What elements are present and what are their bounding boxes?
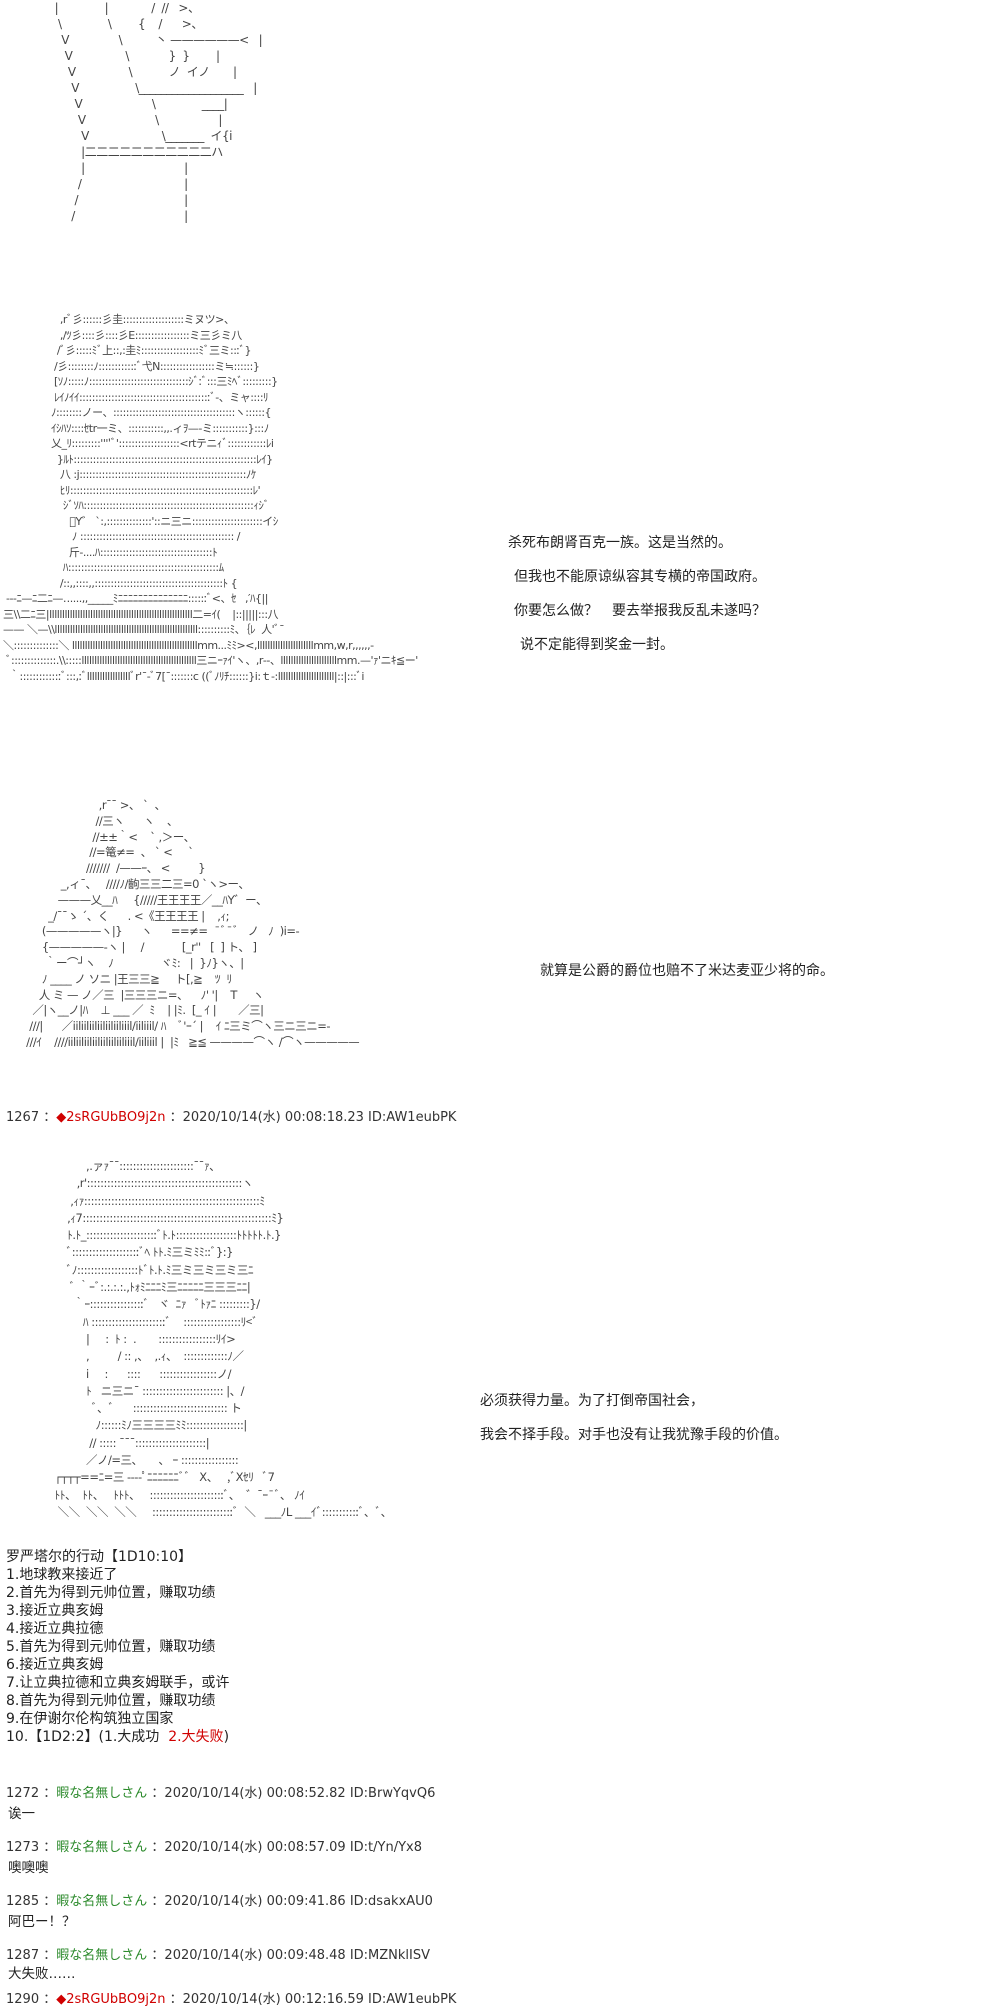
vote-result-suffix: ) [223,1729,230,1745]
separator: ： [43,1786,57,1801]
post-id[interactable]: ID:AW1eubPK [368,1110,457,1125]
vote-result-highlight: 2.大失败 [168,1729,224,1745]
post-header-1287: 1287 ：暇な名無しさん ：2020/10/14(水) 00:09:48.48… [6,1944,430,1963]
post-number[interactable]: 1273 [6,1840,40,1855]
dialog-line: 我会不择手段。对手也没有让我犹豫手段的价值。 [480,1427,788,1443]
vote-option: 8.首先为得到元帅位置，赚取功绩 [6,1693,216,1709]
dialog-panel-3: 就算是公爵的爵位也赔不了米达麦亚少将的命。 [540,954,834,988]
vote-option: 1.地球教来接近了 [6,1567,118,1583]
separator: ： [151,1786,165,1801]
ascii-art-panel-2: ,rﾞ彡::::::彡圭:::::::::::::::::::ミヌツ>、 ,/ﾂ… [2,313,418,683]
vote-option: 7.让立典拉德和立典亥姆联手，或许 [6,1675,230,1691]
post-body-1285: 阿巴ー！？ [8,1914,76,1930]
post-date: 2020/10/14(水) 00:08:52.82 [164,1786,346,1801]
dialog-line: 杀死布朗肾百克一族。这是当然的。 [508,535,732,551]
post-date: 2020/10/14(水) 00:08:18.23 [182,1110,364,1125]
post-header-1285: 1285 ：暇な名無しさん ：2020/10/14(水) 00:09:41.86… [6,1890,433,1909]
vote-result-prefix: 10.【1D2:2】(1.大成功 [6,1729,169,1745]
vote-option: 2.首先为得到元帅位置，赚取功绩 [6,1585,216,1601]
post-number[interactable]: 1267 [6,1110,40,1125]
post-date: 2020/10/14(水) 00:08:57.09 [164,1840,346,1855]
post-number[interactable]: 1287 [6,1948,40,1963]
vote-option: 9.在伊谢尔伦构筑独立国家 [6,1711,174,1727]
vote-option: 5.首先为得到元帅位置，赚取功绩 [6,1639,216,1655]
post-id[interactable]: ID:dsakxAU0 [349,1894,433,1909]
post-number[interactable]: 1285 [6,1894,40,1909]
ascii-art-panel-3: ,r¯¯ >、 ` 、 //三ヽ ヽ 、 //±±｀< ` ,＞ー、 //=篭≠… [26,798,360,1049]
post-header-1267: 1267 ：◆2sRGUbBO9j2n ：2020/10/14(水) 00:08… [6,1106,456,1125]
vote-option-result: 10.【1D2:2】(1.大成功 2.大失败) [6,1728,229,1746]
dialog-line: 就算是公爵的爵位也赔不了米达麦亚少将的命。 [540,963,834,979]
dialog-panel-4: 必须获得力量。为了打倒帝国社会， 我会不择手段。对手也没有让我犹豫手段的价值。 [480,1384,788,1452]
separator: ： [151,1840,165,1855]
vote-option: 4.接近立典拉德 [6,1621,104,1637]
vote-list: 罗严塔尔的行动【1D10:10】 1.地球教来接近了 2.首先为得到元帅位置，赚… [6,1548,229,1746]
dialog-line: 说不定能得到奖金一封。 [520,637,674,653]
post-header-1290: 1290 ：◆2sRGUbBO9j2n ：2020/10/14(水) 00:12… [6,1988,456,2007]
post-author: 暇な名無しさん [56,1840,148,1855]
separator: ： [151,1948,165,1963]
post-trip[interactable]: 2sRGUbBO9j2n [66,1110,166,1125]
separator: ： [43,1840,57,1855]
separator: ： [151,1894,165,1909]
post-author: 暇な名無しさん [56,1948,148,1963]
trip-diamond-icon: ◆ [56,1110,67,1125]
separator: ： [43,1948,57,1963]
post-id[interactable]: ID:MZNklISV [349,1948,431,1963]
post-date: 2020/10/14(水) 00:09:41.86 [164,1894,346,1909]
post-body-1287: 大失败…… [8,1966,76,1982]
post-id[interactable]: ID:t/Yn/Yx8 [349,1840,422,1855]
vote-title: 罗严塔尔的行动【1D10:10】 [6,1549,193,1565]
post-author: 暇な名無しさん [56,1894,148,1909]
ascii-art-panel-4: ,.ァｧ¯¯::::::::::::::::::::::¯¯ｧ、 ,r'::::… [54,1159,392,1519]
dialog-line: 但我也不能原谅纵容其专横的帝国政府。 [514,569,766,585]
post-body-1273: 噢噢噢 [8,1860,49,1876]
post-header-1272: 1272 ：暇な名無しさん ：2020/10/14(水) 00:08:52.82… [6,1782,435,1801]
post-author: 暇な名無しさん [56,1786,148,1801]
dialog-line: 必须获得力量。为了打倒帝国社会， [480,1393,704,1409]
separator: ： [43,1894,57,1909]
separator: ： [169,1110,183,1125]
post-date: 2020/10/14(水) 00:09:48.48 [164,1948,346,1963]
post-body-1272: 诶一 [8,1806,35,1822]
post-id[interactable]: ID:BrwYqvQ6 [349,1786,436,1801]
vote-option: 3.接近立典亥姆 [6,1603,104,1619]
ascii-art-panel-1: | | / // >、 \ \ { / >、 V \ 丶 ——————< | V… [54,1,263,223]
dialog-panel-2: 杀死布朗肾百克一族。这是当然的。 但我也不能原谅纵容其专横的帝国政府。 你要怎么… [508,526,766,662]
post-header-1273: 1273 ：暇な名無しさん ：2020/10/14(水) 00:08:57.09… [6,1836,422,1855]
vote-option: 6.接近立典亥姆 [6,1657,104,1673]
dialog-line: 你要怎么做？ 要去举报我反乱未遂吗？ [514,603,766,619]
post-number[interactable]: 1272 [6,1786,40,1801]
separator: ： [43,1110,57,1125]
